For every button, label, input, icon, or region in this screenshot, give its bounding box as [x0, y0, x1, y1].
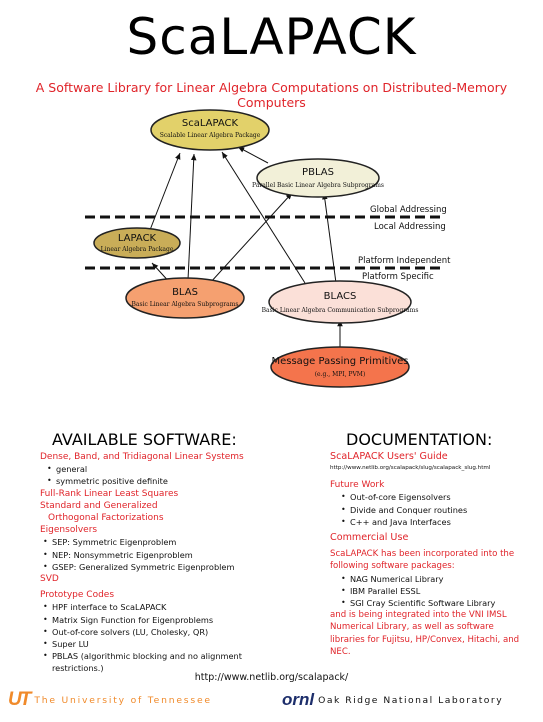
node-subtitle: Parallel Basic Linear Algebra Subprogram…	[252, 182, 384, 189]
arrow-blacs-to-scalapack	[221, 151, 306, 284]
list-item: NEP: Nonsymmetric Eigenproblem	[42, 549, 280, 561]
factorizations-heading-line1: Standard and Generalized	[40, 500, 158, 511]
node-scalapack: ScaLAPACK Scalable Linear Algebra Packag…	[150, 109, 270, 151]
commercial-outro: and is being integrated into the VNI IMS…	[330, 610, 520, 657]
dense-systems-list: general symmetric positive definite	[46, 463, 280, 488]
global-addressing-label: Global Addressing	[370, 205, 447, 215]
node-subtitle: Basic Linear Algebra Subprograms	[132, 301, 239, 308]
ornl-footer: ornl Oak Ridge National Laboratory	[282, 690, 503, 710]
node-title: BLACS	[324, 291, 357, 302]
page-subtitle: A Software Library for Linear Algebra Co…	[35, 80, 508, 110]
users-guide-heading: ScaLAPACK Users' Guide	[330, 451, 448, 462]
node-pblas: PBLAS Parallel Basic Linear Algebra Subp…	[252, 158, 384, 198]
arrow-pblas-to-scalapack	[237, 146, 269, 164]
list-item: general	[46, 463, 280, 475]
factorizations-heading-line2: Orthogonal Factorizations	[48, 513, 164, 524]
architecture-diagram: Global Addressing Local Addressing Platf…	[85, 109, 451, 388]
eigensolvers-heading: Eigensolvers	[40, 525, 98, 536]
least-squares-heading: Full-Rank Linear Least Squares	[40, 488, 179, 499]
node-title: LAPACK	[118, 233, 157, 244]
list-item: symmetric positive definite	[46, 475, 280, 487]
commercial-packages-list: NAG Numerical Library IBM Parallel ESSL …	[340, 573, 530, 610]
node-blas: BLAS Basic Linear Algebra Subprograms	[125, 277, 245, 319]
prototype-codes-list: HPF interface to ScaLAPACK Matrix Sign F…	[42, 601, 242, 674]
list-item: SGI Cray Scientific Software Library	[340, 597, 530, 609]
node-title: Message Passing Primitives	[271, 356, 408, 367]
page-title: ScaLAPACK	[126, 8, 417, 66]
utk-logo: UT	[8, 689, 31, 710]
prototype-codes-heading: Prototype Codes	[40, 590, 115, 601]
local-addressing-label: Local Addressing	[374, 222, 446, 232]
utk-name: The University of Tennessee	[34, 694, 212, 706]
platform-independent-label: Platform Independent	[358, 256, 451, 266]
future-work-list: Out-of-core Eigensolvers Divide and Conq…	[340, 491, 530, 528]
node-subtitle: Scalable Linear Algebra Package	[160, 132, 261, 139]
documentation-heading: DOCUMENTATION:	[346, 430, 493, 449]
node-title: BLAS	[172, 287, 198, 298]
available-software-heading: AVAILABLE SOFTWARE:	[52, 430, 237, 449]
platform-specific-label: Platform Specific	[362, 272, 434, 282]
list-item: PBLAS (algorithmic blocking and no align…	[42, 650, 242, 674]
commercial-intro: ScaLAPACK has been incorporated into the…	[330, 549, 515, 572]
future-work-heading: Future Work	[330, 480, 385, 491]
list-item: NAG Numerical Library	[340, 573, 530, 585]
list-item: IBM Parallel ESSL	[340, 585, 530, 597]
node-lapack: LAPACK Linear Algebra Package	[93, 227, 181, 259]
list-item: Super LU	[42, 638, 242, 650]
commercial-use-heading: Commercial Use	[330, 532, 409, 544]
utk-footer: UT The University of Tennessee	[8, 690, 212, 710]
documentation-section: DOCUMENTATION: ScaLAPACK Users' Guide ht…	[330, 430, 530, 658]
node-subtitle: Basic Linear Algebra Communication Subpr…	[262, 307, 419, 314]
svd-heading: SVD	[40, 574, 59, 585]
scalapack-url[interactable]: http://www.netlib.org/scalapack/	[194, 672, 349, 683]
node-message-passing: Message Passing Primitives (e.g., MPI, P…	[270, 346, 410, 388]
list-item: HPF interface to ScaLAPACK	[42, 601, 242, 613]
list-item: Out-of-core solvers (LU, Cholesky, QR)	[42, 626, 242, 638]
eigensolvers-list: SEP: Symmetric Eigenproblem NEP: Nonsymm…	[42, 536, 280, 573]
list-item: Out-of-core Eigensolvers	[340, 491, 530, 503]
node-subtitle: (e.g., MPI, PVM)	[315, 371, 366, 378]
dense-systems-heading: Dense, Band, and Tridiagonal Linear Syst…	[40, 452, 244, 462]
ornl-name: Oak Ridge National Laboratory	[318, 694, 504, 706]
list-item: SEP: Symmetric Eigenproblem	[42, 536, 280, 548]
node-title: PBLAS	[302, 167, 334, 178]
list-item: C++ and Java Interfaces	[340, 516, 530, 528]
node-blacs: BLACS Basic Linear Algebra Communication…	[262, 280, 419, 324]
list-item: Divide and Conquer routines	[340, 504, 530, 516]
node-subtitle: Linear Algebra Package	[101, 246, 174, 253]
list-item: Matrix Sign Function for Eigenproblems	[42, 614, 242, 626]
node-title: ScaLAPACK	[182, 118, 239, 129]
ornl-logo: ornl	[282, 690, 315, 709]
available-software-section: AVAILABLE SOFTWARE: Dense, Band, and Tri…	[40, 430, 280, 675]
list-item: GSEP: Generalized Symmetric Eigenproblem	[42, 561, 280, 573]
users-guide-link[interactable]: http://www.netlib.org/scalapack/slug/sca…	[330, 465, 491, 472]
